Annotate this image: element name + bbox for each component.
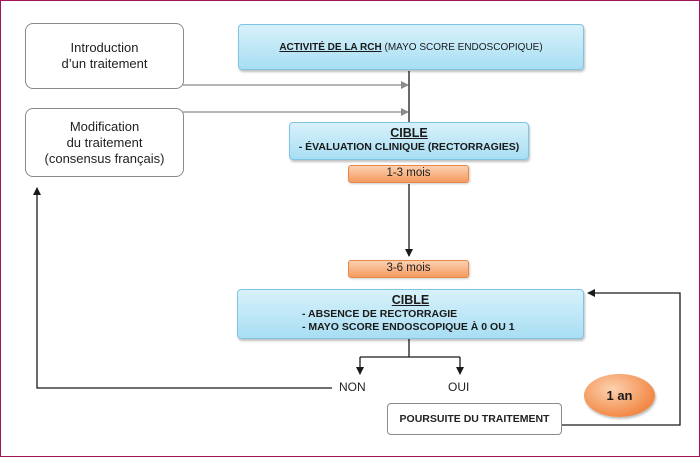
cible2-item2: - MAYO SCORE ENDOSCOPIQUE À 0 OU 1 — [302, 321, 515, 333]
poursuite-label: POURSUITE DU TRAITEMENT — [399, 413, 550, 425]
activite-box: ACTIVITÉ DE LA RCH (MAYO SCORE ENDOSCOPI… — [238, 24, 584, 70]
branch-oui-label: OUI — [448, 380, 470, 394]
cible1-box: CIBLE - ÉVALUATION CLINIQUE (RECTORRAGIE… — [289, 122, 529, 160]
cible2-item1: - ABSENCE DE RECTORRAGIE — [302, 308, 458, 320]
duration-1-3-label: 1-3 mois — [386, 167, 431, 179]
duration-3-6-label: 3-6 mois — [386, 262, 431, 274]
introduction-box: Introduction d’un traitement — [25, 23, 184, 89]
cible2-title: CIBLE — [391, 293, 430, 307]
activite-subtitle: (MAYO SCORE ENDOSCOPIQUE) — [381, 41, 543, 53]
duration-3-6-mois: 3-6 mois — [348, 260, 469, 278]
duration-1-an-oval: 1 an — [584, 374, 655, 417]
poursuite-box: POURSUITE DU TRAITEMENT — [387, 403, 562, 435]
modification-box: Modification du traitement (consensus fr… — [25, 108, 184, 177]
arrow-loop-to-cible — [562, 289, 681, 426]
cible1-item: - ÉVALUATION CLINIQUE (RECTORRAGIES) — [298, 141, 520, 153]
cible1-title: CIBLE — [390, 126, 428, 140]
duration-1-an-label: 1 an — [606, 388, 633, 403]
cible2-box: CIBLE - ABSENCE DE RECTORRAGIE - MAYO SC… — [237, 289, 584, 339]
arrow-non-to-modification — [33, 187, 332, 389]
introduction-line2: d’un traitement — [61, 56, 148, 71]
introduction-line1: Introduction — [70, 40, 139, 55]
duration-1-3-mois: 1-3 mois — [348, 165, 469, 183]
branch-non-label: NON — [339, 380, 366, 394]
activite-title: ACTIVITÉ DE LA RCH — [279, 41, 382, 53]
modification-line3: (consensus français) — [44, 150, 165, 166]
modification-line2: du traitement — [66, 134, 143, 150]
modification-line1: Modification — [69, 118, 140, 134]
